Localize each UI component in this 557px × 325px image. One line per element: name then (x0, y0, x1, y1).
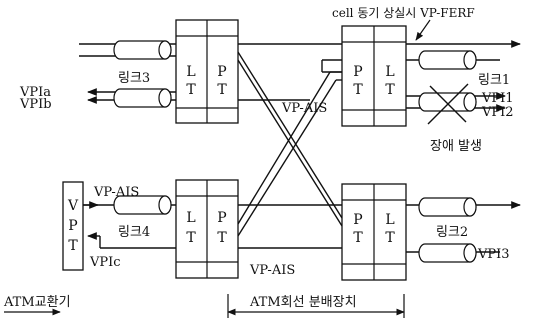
vpi1-label: VPI1 (481, 91, 514, 106)
lt-letter-l: L (186, 64, 195, 80)
vpib-label: VPIb (19, 97, 52, 112)
lt-letter-t: T (385, 82, 395, 98)
link1-label: 링크1 (478, 73, 510, 88)
lt-letter-l: L (385, 212, 394, 228)
link4-cylinder (113, 195, 172, 215)
pt-letter-t: T (353, 82, 363, 98)
link4-label: 링크4 (118, 225, 150, 240)
pt-lt-unit-upper-right (341, 25, 407, 127)
vpi2-label: VPI2 (481, 105, 514, 120)
pt-lt-unit-lower-right (341, 183, 407, 281)
vpt-letter-t: T (68, 238, 78, 254)
link3-cylinder (113, 40, 172, 60)
vp-ais-left-label: VP-AIS (93, 185, 139, 200)
link1-cylinder (418, 50, 477, 70)
vp-ais-bottom-label: VP-AIS (249, 263, 295, 278)
lt-letter-l: L (186, 210, 195, 226)
pt-letter-t: T (353, 230, 363, 246)
lt-letter-t: T (186, 230, 196, 246)
fault-x-mark (427, 83, 469, 125)
vpt-box (62, 181, 84, 271)
pt-letter-p: P (217, 210, 226, 226)
link-vpi12-cylinder (418, 92, 477, 112)
lt-letter-t: T (186, 82, 196, 98)
link-vpi-cylinder (113, 88, 172, 108)
pt-letter-p: P (353, 212, 362, 228)
pt-letter-t: T (217, 230, 227, 246)
link3-label: 링크3 (118, 71, 150, 86)
link2-cylinder (418, 197, 477, 217)
vpt-letter-v: V (67, 198, 79, 214)
pt-letter-p: P (217, 64, 226, 80)
pt-letter-t: T (217, 82, 227, 98)
vp-ais-mid-label: VP-AIS (281, 101, 327, 116)
vpic-label: VPIc (89, 255, 121, 270)
atm-switch-label: ATM교환기 (3, 295, 71, 310)
pt-letter-p: P (353, 64, 362, 80)
lt-letter-t: T (385, 230, 395, 246)
vp-ferf-label: cell 동기 상실시 VP-FERF (332, 6, 475, 20)
lt-pt-unit-upper-left (175, 19, 239, 124)
lt-letter-l: L (385, 64, 394, 80)
lt-pt-unit-lower-left (175, 179, 239, 279)
atm-dist-label: ATM회선 분배장치 (249, 295, 357, 310)
vpi3-label: VPI3 (477, 247, 510, 262)
fault-label: 장애 발생 (430, 139, 482, 154)
vpt-letter-p: P (68, 218, 77, 234)
link2-label: 링크2 (436, 225, 468, 240)
link-vpi3-cylinder (418, 243, 477, 263)
vpia-label: VPIa (19, 85, 51, 100)
